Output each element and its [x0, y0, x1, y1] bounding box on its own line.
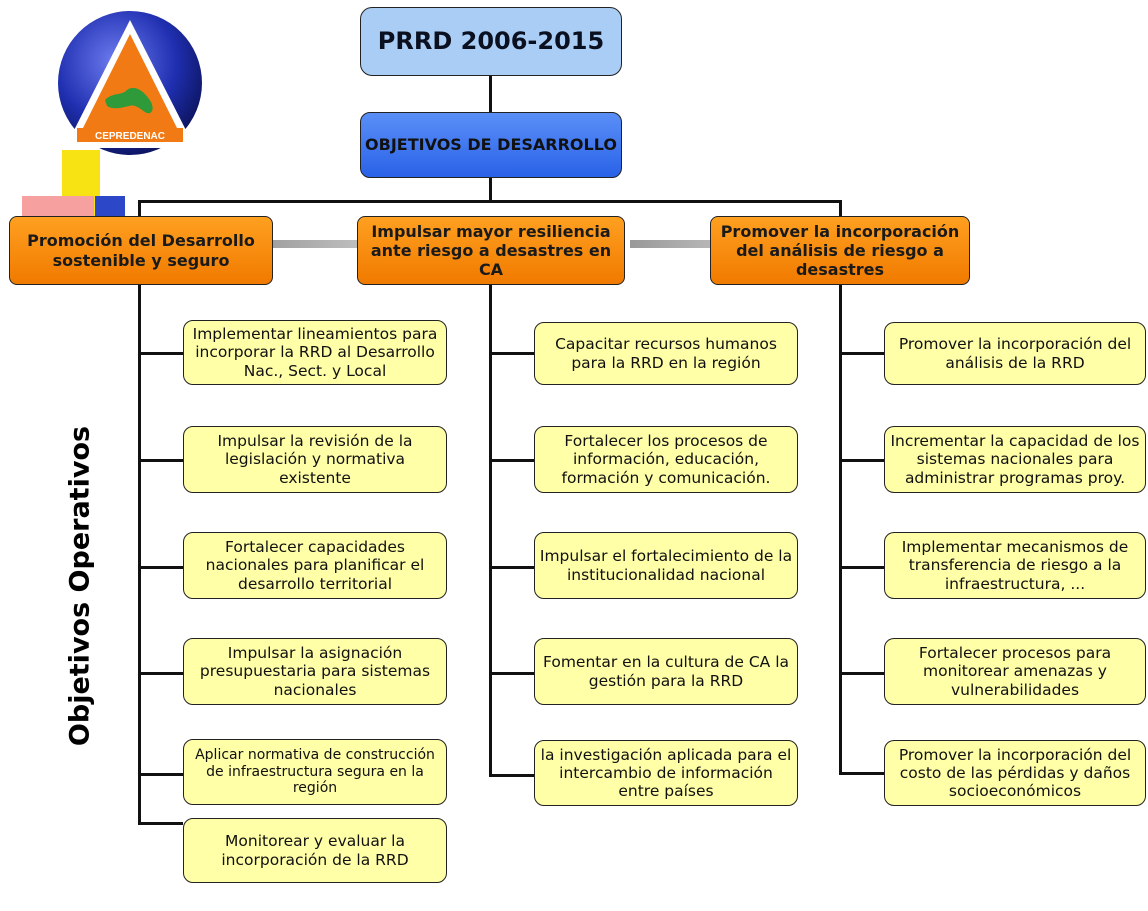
branch-g2-2: [489, 459, 534, 462]
connector-dev-bus: [489, 178, 492, 202]
branch-g1-6: [138, 822, 183, 825]
connector-bus-horizontal: [138, 200, 842, 203]
logo-text: CEPREDENAC: [95, 131, 165, 142]
goal-box-2: Impulsar mayor resiliencia ante riesgo a…: [357, 216, 625, 285]
objective-g3-1: Promover la incorporación del análisis d…: [884, 322, 1146, 385]
branch-g1-5: [138, 773, 183, 776]
side-label-text: Objetivos Operativos: [64, 425, 96, 747]
branch-g1-4: [138, 672, 183, 675]
objective-g2-5: la investigación aplicada para el interc…: [534, 740, 798, 806]
decorative-red-block: [22, 196, 94, 218]
branch-g1-1: [138, 352, 183, 355]
decorative-gray-bar: [150, 240, 450, 248]
objective-g2-4: Fomentar en la cultura de CA la gestión …: [534, 638, 798, 705]
objective-g1-2: Impulsar la revisión de la legislación y…: [183, 426, 447, 493]
branch-g3-1: [839, 352, 884, 355]
goal-box-1: Promoción del Desarrollo sostenible y se…: [9, 216, 273, 285]
objective-g2-2: Fortalecer los procesos de información, …: [534, 426, 798, 493]
branch-g1-2: [138, 459, 183, 462]
objective-g3-3: Implementar mecanismos de transferencia …: [884, 532, 1146, 599]
branch-g2-5: [489, 774, 534, 777]
objective-g1-3: Fortalecer capacidades nacionales para p…: [183, 532, 447, 599]
operational-objectives-label: Objetivos Operativos: [40, 426, 120, 746]
branch-g3-4: [839, 672, 884, 675]
objective-g1-5: Aplicar normativa de construcción de inf…: [183, 739, 447, 805]
objective-g3-2: Incrementar la capacidad de los sistemas…: [884, 426, 1146, 493]
connector-bus-goal1: [138, 200, 141, 216]
objective-g1-1: Implementar lineamientos para incorporar…: [183, 320, 447, 385]
branch-g3-5: [839, 772, 884, 775]
branch-g3-2: [839, 459, 884, 462]
development-objectives-box: OBJETIVOS DE DESARROLLO: [360, 112, 622, 178]
branch-g2-3: [489, 566, 534, 569]
objective-g3-5: Promover la incorporación del costo de l…: [884, 740, 1146, 806]
decorative-blue-block: [95, 196, 125, 218]
cepredenac-logo: CEPREDENAC: [55, 8, 205, 158]
branch-g2-1: [489, 352, 534, 355]
trunk-goal1: [138, 285, 141, 825]
objective-g1-4: Impulsar la asignación presupuestaria pa…: [183, 638, 447, 705]
connector-bus-goal3: [839, 200, 842, 216]
root-title: PRRD 2006-2015: [360, 7, 622, 76]
objective-g2-1: Capacitar recursos humanos para la RRD e…: [534, 322, 798, 385]
objective-g3-4: Fortalecer procesos para monitorear amen…: [884, 638, 1146, 705]
trunk-goal2: [489, 285, 492, 777]
objective-g1-6: Monitorear y evaluar la incorporación de…: [183, 818, 447, 883]
goal-box-3: Promover la incorporación del análisis d…: [710, 216, 970, 285]
objective-g2-3: Impulsar el fortalecimiento de la instit…: [534, 532, 798, 599]
trunk-goal3: [839, 285, 842, 775]
branch-g2-4: [489, 672, 534, 675]
branch-g1-3: [138, 566, 183, 569]
branch-g3-3: [839, 566, 884, 569]
connector-root-dev: [489, 76, 492, 112]
